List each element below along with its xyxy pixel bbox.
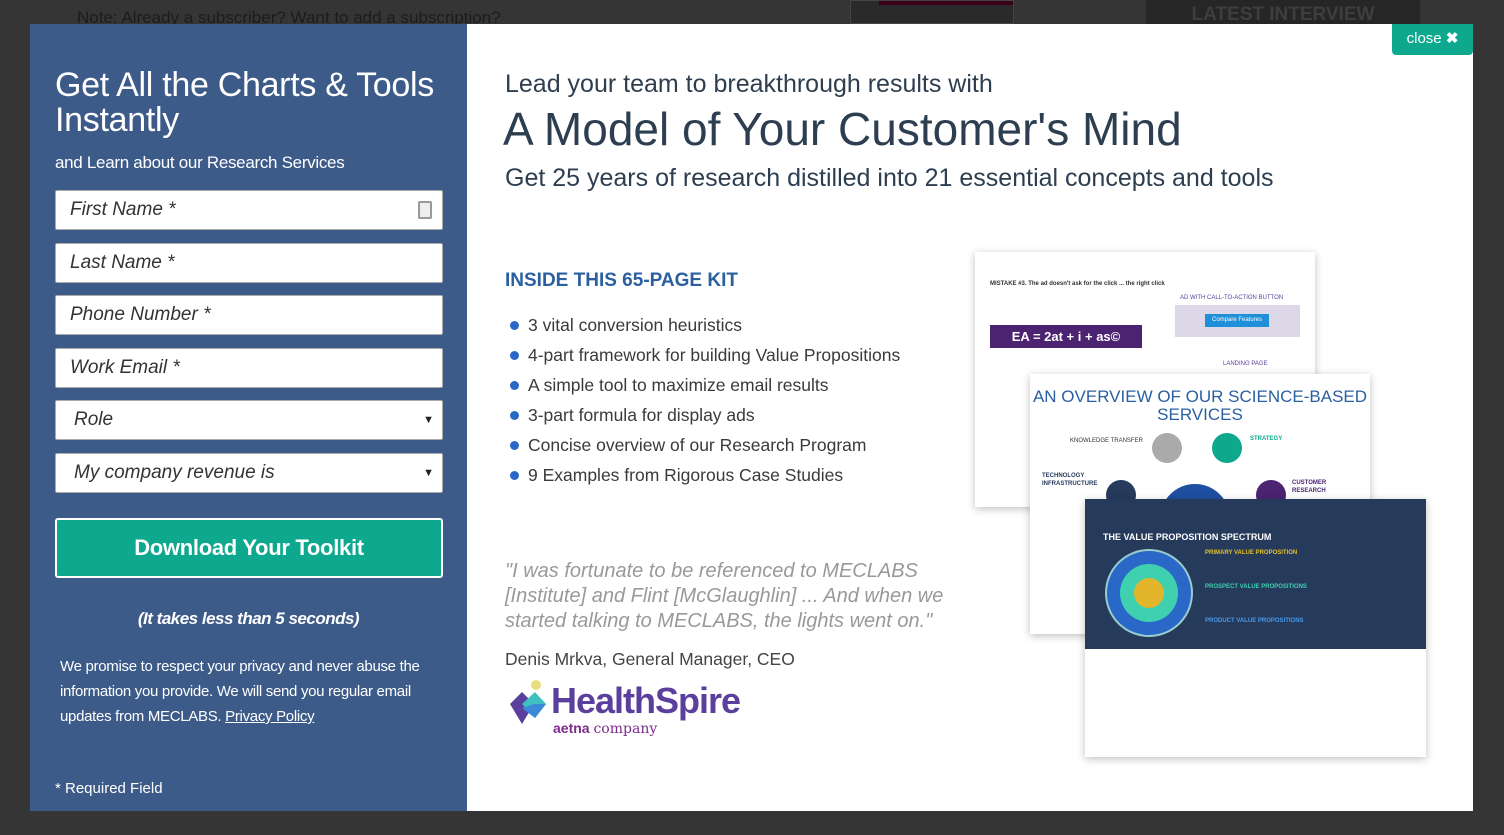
background-thumbnail — [850, 0, 1014, 24]
cta-box: Compare Features — [1175, 305, 1300, 337]
list-item: 4-part framework for building Value Prop… — [510, 343, 900, 373]
required-field-note: * Required Field — [55, 780, 163, 797]
privacy-policy-link[interactable]: Privacy Policy — [225, 708, 315, 725]
background-note: Note: Already a subscriber? Want to add … — [77, 8, 501, 27]
close-button[interactable]: close ✖ — [1392, 24, 1473, 55]
time-note: (It takes less than 5 seconds) — [137, 609, 360, 628]
testimonial-author: Denis Mrkva, General Manager, CEO — [505, 649, 795, 669]
services-label: KNOWLEDGE TRANSFER — [1070, 438, 1143, 444]
list-item: 9 Examples from Rigorous Case Studies — [510, 463, 900, 493]
services-label: CUSTOMER RESEARCH — [1292, 480, 1327, 494]
list-item: 3-part formula for display ads — [510, 403, 900, 433]
spectrum-label: PROSPECT VALUE PROPOSITIONS — [1205, 584, 1307, 590]
bullet-icon — [510, 411, 519, 420]
form-title: Get All the Charts & Tools Instantly — [55, 66, 434, 139]
services-label: TECHNOLOGY INFRASTRUCTURE — [1042, 473, 1098, 487]
dropdown-arrow-icon: ▼ — [423, 467, 434, 479]
healthspire-mark-icon — [510, 680, 546, 724]
spectrum-title: THE VALUE PROPOSITION SPECTRUM — [1103, 532, 1272, 542]
kit-heading: INSIDE THIS 65-PAGE KIT — [505, 270, 738, 291]
signup-form-panel: Get All the Charts & Tools Instantly and… — [30, 24, 467, 811]
testimonial-quote: "I was fortunate to be referenced to MEC… — [505, 560, 944, 632]
list-item: Concise overview of our Research Program — [510, 433, 900, 463]
background-latest-interview: LATEST INTERVIEW — [1146, 0, 1420, 25]
services-label: STRATEGY — [1250, 436, 1283, 442]
bullet-icon — [510, 321, 519, 330]
landing-label: LANDING PAGE — [1223, 361, 1268, 367]
privacy-statement: We promise to respect your privacy and n… — [60, 658, 420, 725]
download-toolkit-button[interactable]: Download Your Toolkit — [55, 518, 443, 578]
compare-features-button: Compare Features — [1205, 314, 1269, 327]
work-email-input[interactable]: Work Email * — [55, 348, 443, 388]
services-title: AN OVERVIEW OF OUR SCIENCE-BASED SERVICE… — [1032, 387, 1368, 424]
last-name-input[interactable]: Last Name * — [55, 243, 443, 283]
tagline: Get 25 years of research distilled into … — [505, 164, 1274, 192]
phone-number-input[interactable]: Phone Number * — [55, 295, 443, 335]
role-select[interactable]: Role▼ — [55, 400, 443, 440]
bullet-icon — [510, 441, 519, 450]
list-item: A simple tool to maximize email results — [510, 373, 900, 403]
kit-preview-page-value-proposition: THE VALUE PROPOSITION SPECTRUM PRIMARY V… — [1085, 499, 1426, 757]
spectrum-label: PRIMARY VALUE PROPOSITION — [1205, 550, 1298, 556]
close-x-icon: ✖ — [1445, 30, 1459, 47]
kit-list: 3 vital conversion heuristics 4-part fra… — [510, 313, 900, 493]
list-item: 3 vital conversion heuristics — [510, 313, 900, 343]
cta-label: AD WITH CALL-TO-ACTION BUTTON — [1180, 295, 1284, 301]
first-name-input[interactable]: First Name * — [55, 190, 443, 230]
dropdown-arrow-icon: ▼ — [423, 414, 434, 426]
spectrum-label: PRODUCT VALUE PROPOSITIONS — [1205, 618, 1304, 624]
contact-card-icon — [418, 201, 432, 219]
toolkit-modal: Get All the Charts & Tools Instantly and… — [30, 24, 1473, 811]
revenue-select[interactable]: My company revenue is▼ — [55, 453, 443, 493]
equation: EA = 2at + i + as© — [990, 325, 1142, 348]
healthspire-logo: HealthSpire aetna company — [508, 676, 768, 738]
bullet-icon — [510, 471, 519, 480]
mistake-heading: MISTAKE #3. The ad doesn't ask for the c… — [990, 281, 1165, 287]
bullet-icon — [510, 381, 519, 390]
main-title: A Model of Your Customer's Mind — [503, 103, 1182, 155]
bullet-icon — [510, 351, 519, 360]
lead-text: Lead your team to breakthrough results w… — [505, 70, 993, 98]
form-subtitle: and Learn about our Research Services — [55, 153, 345, 172]
